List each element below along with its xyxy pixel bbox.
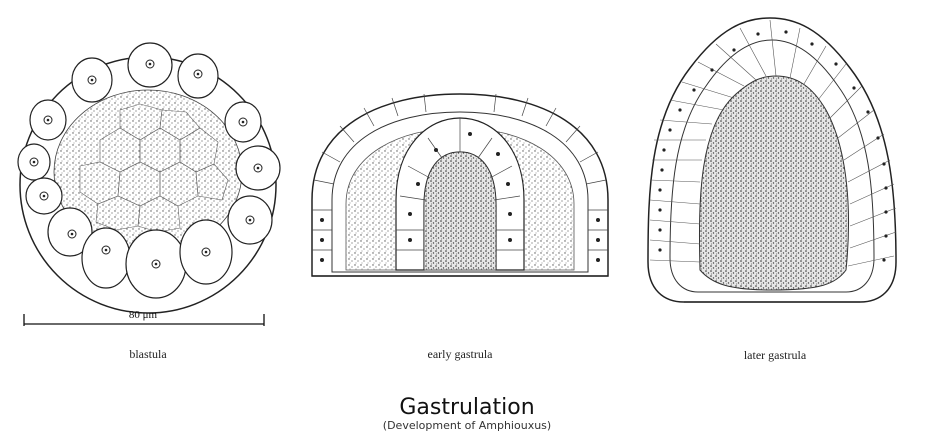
early-gastrula-figure xyxy=(312,94,608,276)
blastula-figure xyxy=(18,43,280,313)
diagram-subtitle: (Development of Amphiouxus) xyxy=(317,420,617,432)
diagram-title: Gastrulation xyxy=(317,396,617,420)
title-block: Gastrulation (Development of Amphiouxus) xyxy=(317,396,617,432)
scale-bar-label: 80 μm xyxy=(118,309,168,321)
later-gastrula-figure xyxy=(648,18,896,302)
stage-label-later-gastrula: later gastrula xyxy=(705,348,845,363)
stage-label-early-gastrula: early gastrula xyxy=(390,347,530,362)
early-gastrula-archenteron xyxy=(424,152,496,270)
stage-label-blastula: blastula xyxy=(98,347,198,362)
